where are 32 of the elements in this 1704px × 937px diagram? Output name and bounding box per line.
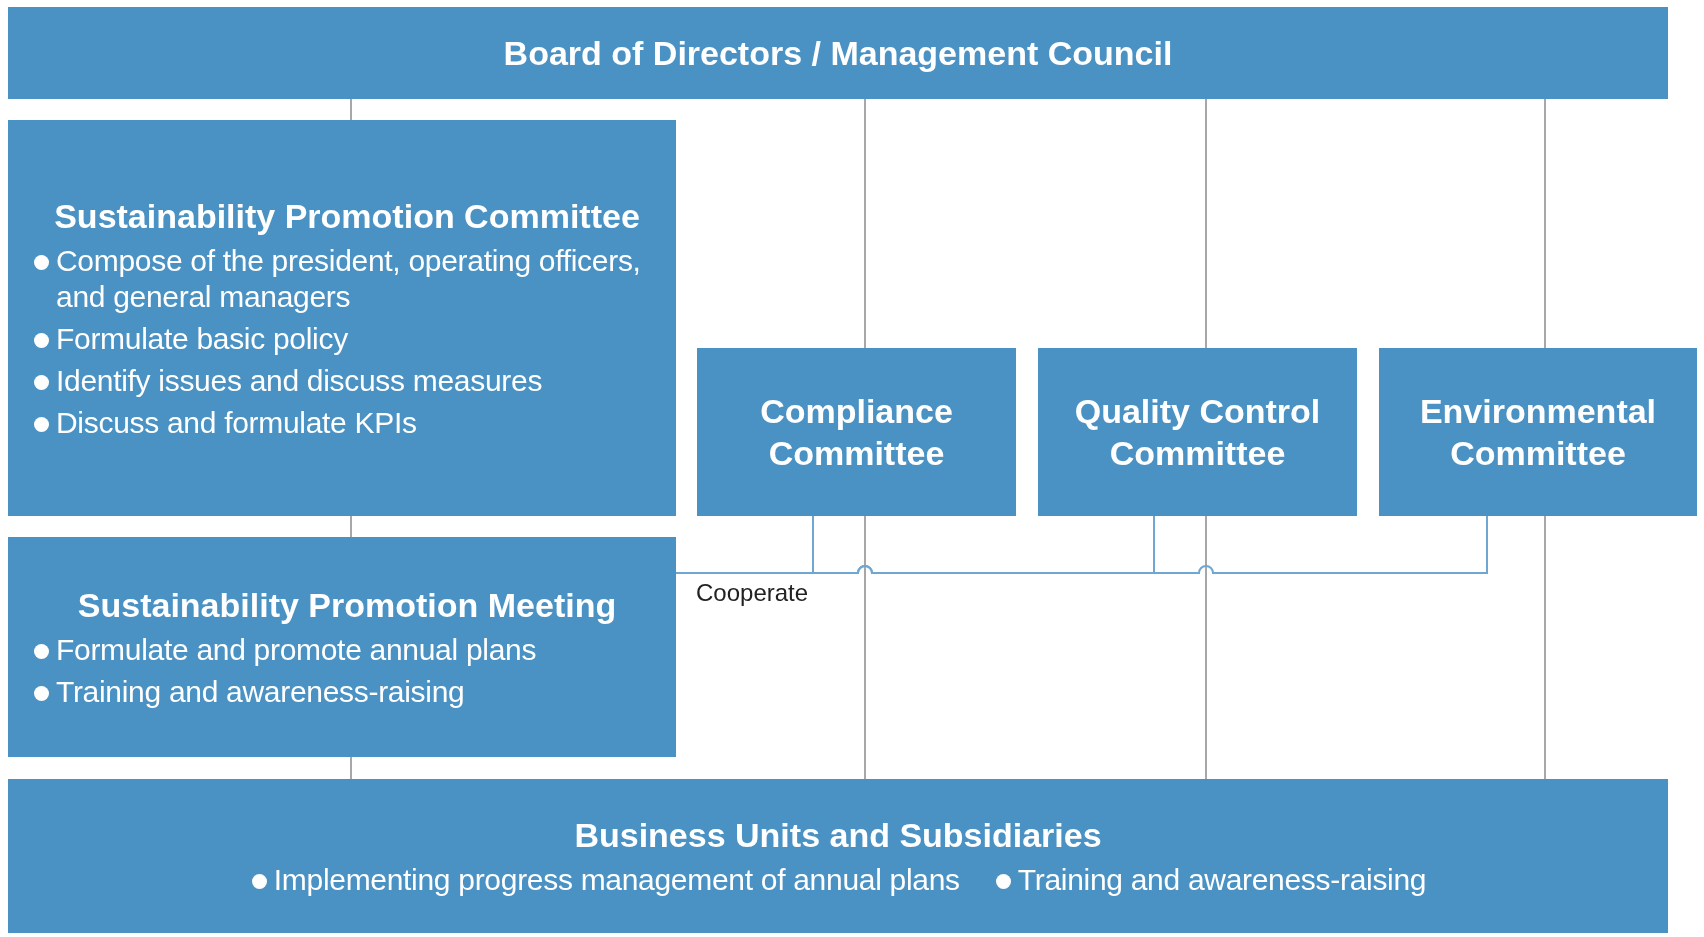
box-heading: Compliance Committee [759,390,954,474]
connector-line [1544,98,1546,349]
bullet-item: Identify issues and discuss measures [32,363,662,400]
connector-line [350,98,352,121]
bullet-item: Training and awareness-raising [993,862,1427,899]
bullet-item: Formulate basic policy [32,321,662,358]
bullet-item: Formulate and promote annual plans [32,632,662,669]
box-heading: Environmental Committee [1418,390,1658,474]
committee-box [8,7,1668,99]
committee-box [8,779,1668,933]
box-heading: Board of Directors / Management Council [502,32,1174,74]
committee-box [8,120,676,516]
box-heading: Quality Control Committee [1073,390,1322,474]
bullet-item: Compose of the president, operating officers, and general managers [32,243,662,316]
bullet-item: Discuss and formulate KPIs [32,405,662,442]
connector-line [1544,515,1546,780]
bullet-item: Training and awareness-raising [32,674,662,711]
connector-line [864,98,866,349]
connector-line [864,515,866,780]
committee-box [8,537,676,757]
edge-label: Cooperate [696,579,809,607]
box-heading: Business Units and Subsidiaries [573,814,1103,856]
box-heading: Sustainability Promotion Committee [53,195,641,237]
committee-box [1038,348,1357,516]
committee-box [1379,348,1697,516]
box-heading: Sustainability Promotion Meeting [76,584,618,626]
connector-line [1205,98,1207,349]
connector-line [350,515,352,538]
connector-line [1205,515,1207,780]
bullet-item: Implementing progress management of annual plans [249,862,960,899]
committee-box [697,348,1016,516]
connector-line [350,756,352,780]
